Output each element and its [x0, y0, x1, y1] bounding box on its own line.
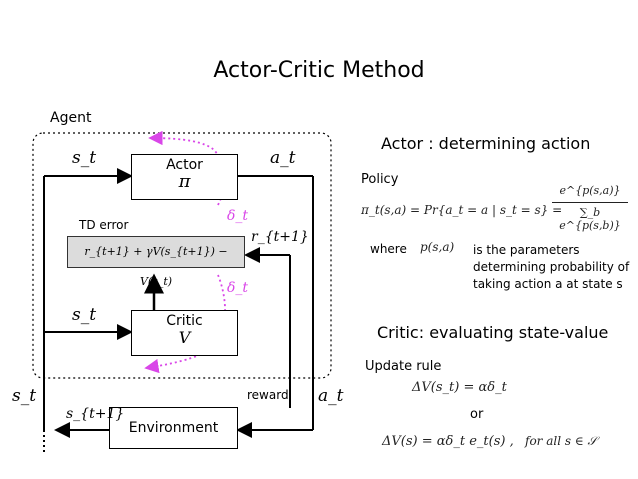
update-formula-2: ΔV(s) = αδ_t e_t(s) , [382, 434, 514, 449]
a-t-right-label: a_t [318, 386, 344, 406]
policy-denominator: ∑_b e^{p(s,b)} [559, 206, 621, 232]
where-desc-line-1: is the parameters [473, 243, 580, 257]
where-label: where [370, 242, 407, 256]
actor-label: Actor [166, 157, 203, 173]
policy-fraction-bar [552, 202, 628, 203]
s-t-critic-label: s_t [72, 305, 97, 325]
update-formula-1: ΔV(s_t) = αδ_t [412, 380, 507, 395]
reward-label: reward [247, 388, 289, 402]
policy-label: Policy [361, 172, 399, 187]
td-error-formula: r_{t+1} + γV(s_{t+1}) − V(s_t) [84, 245, 228, 288]
agent-boundary [32, 132, 332, 379]
s-t-actor-label: s_t [72, 148, 97, 168]
s-next-label: s_{t+1} [66, 406, 125, 422]
critic-box: Critic V [131, 310, 238, 356]
td-error-label: TD error [79, 218, 129, 232]
delta-bottom-label: δ_t [227, 280, 249, 296]
td-error-box: r_{t+1} + γV(s_{t+1}) − V(s_t) [67, 236, 245, 288]
critic-heading: Critic: evaluating state-value [377, 323, 609, 342]
s-t-left-label: s_t [12, 386, 37, 406]
r-next-label: r_{t+1} [251, 229, 309, 245]
where-description: is the parameters determining probabilit… [473, 242, 629, 293]
update-formula-2-condition: for all s ∈ 𝒮 [525, 434, 597, 448]
where-symbol: p(s,a) [420, 240, 455, 254]
critic-label: Critic [166, 313, 203, 329]
critic-symbol: V [178, 328, 191, 347]
actor-heading: Actor : determining action [381, 134, 591, 153]
delta-top-label: δ_t [227, 208, 249, 224]
update-rule-label: Update rule [365, 359, 442, 374]
policy-formula: π_t(s,a) = Pr{a_t = a | s_t = s} = [361, 203, 563, 217]
where-desc-line-3: taking action a at state s [473, 277, 623, 291]
page-title: Actor-Critic Method [213, 58, 425, 83]
policy-numerator: e^{p(s,a)} [559, 184, 621, 197]
or-label: or [470, 407, 484, 422]
environment-box: Environment [109, 407, 238, 449]
where-desc-line-2: determining probability of [473, 260, 630, 274]
a-t-actor-label: a_t [270, 148, 296, 168]
actor-symbol: π [178, 171, 191, 192]
agent-label: Agent [50, 110, 92, 126]
environment-label: Environment [128, 420, 219, 436]
actor-box: Actor π [131, 154, 238, 200]
